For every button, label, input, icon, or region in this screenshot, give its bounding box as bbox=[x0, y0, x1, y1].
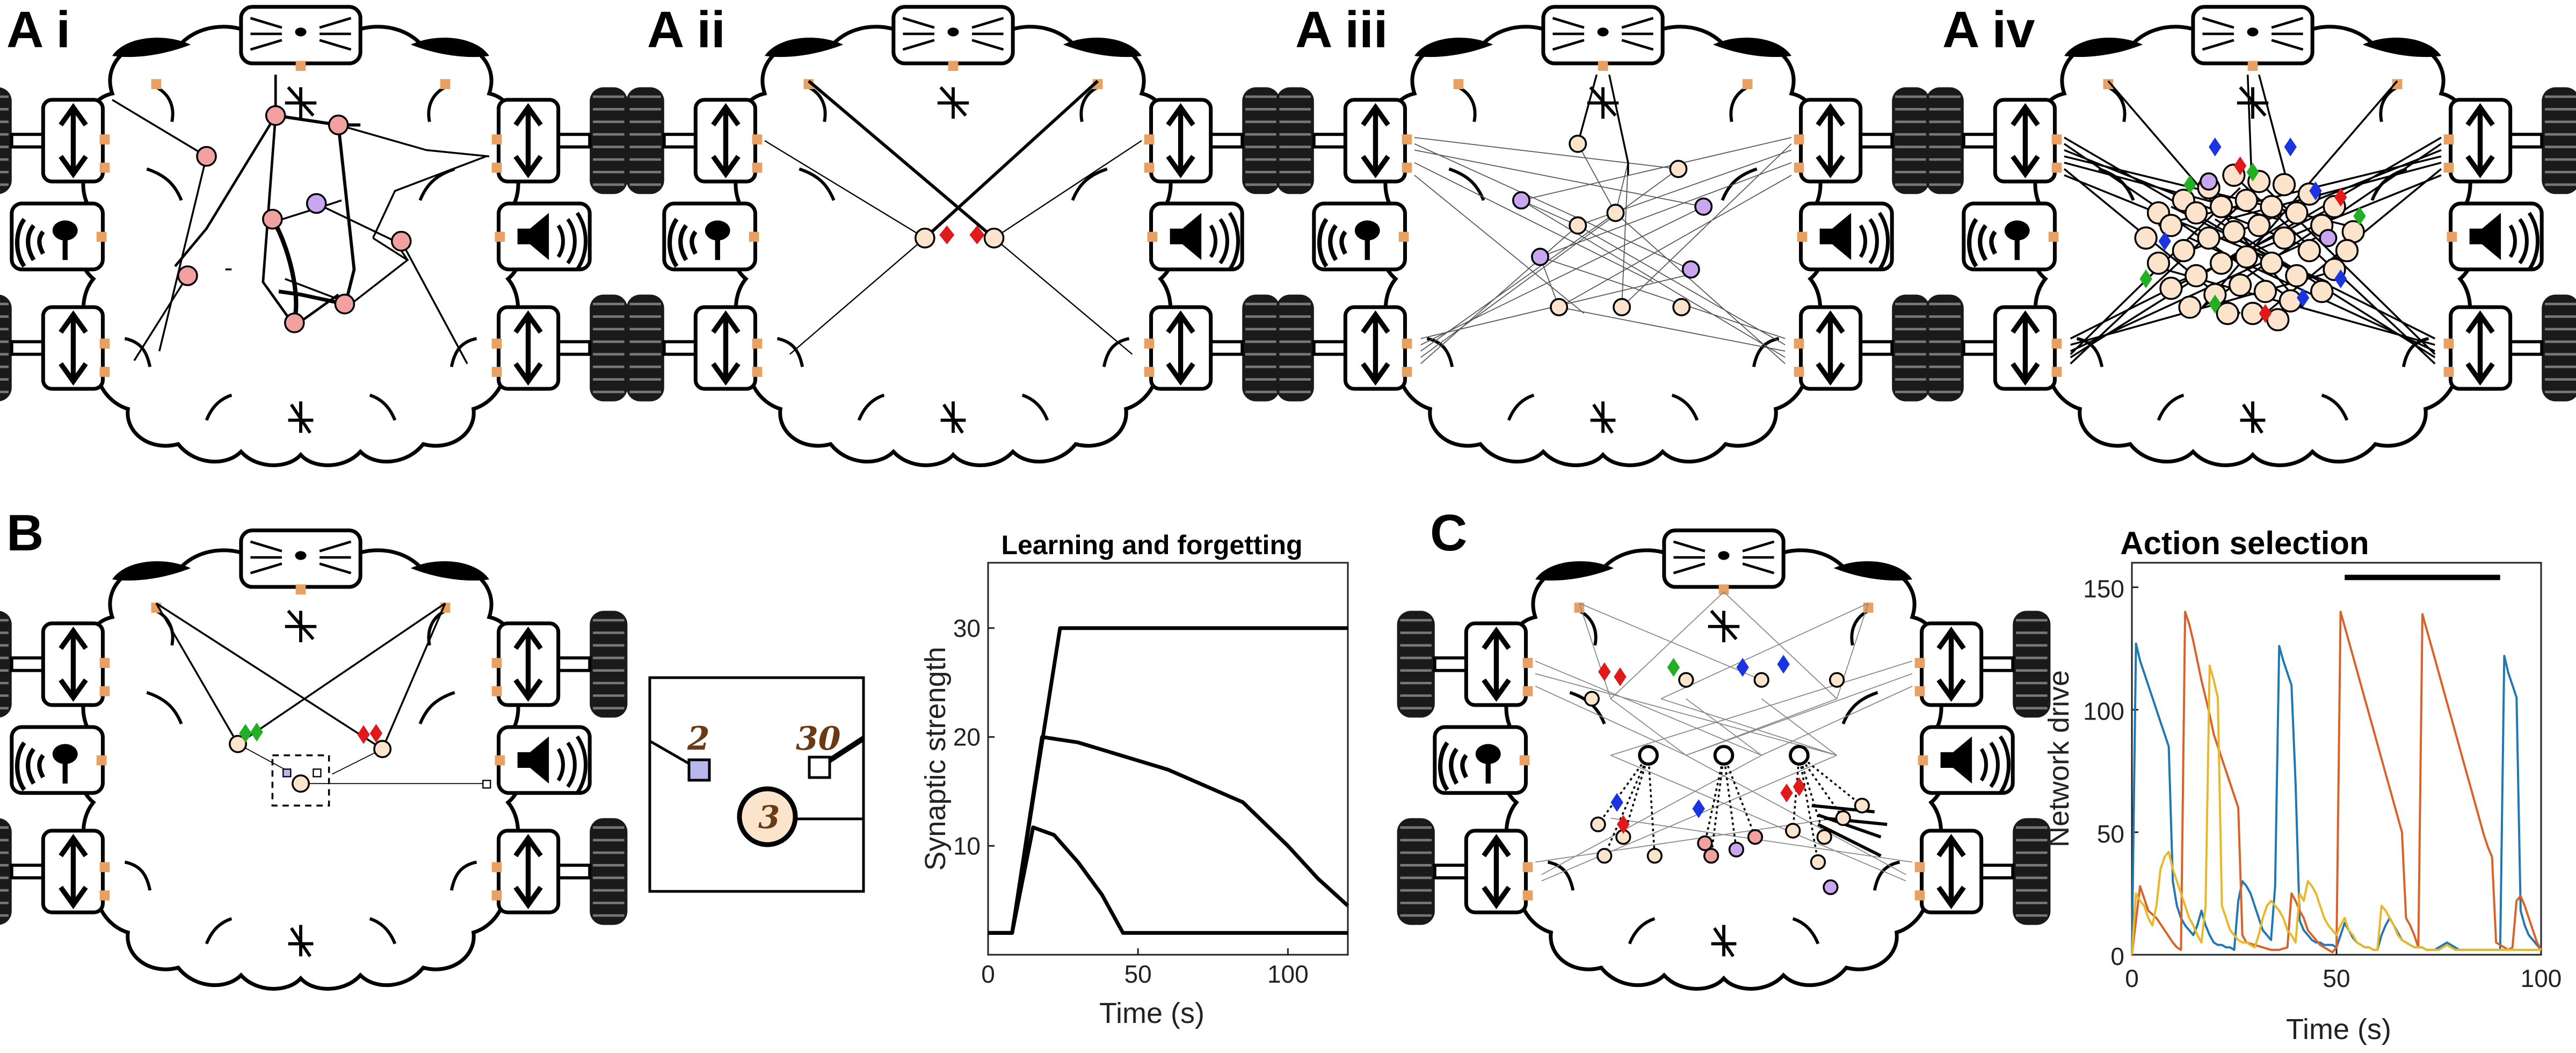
network-b bbox=[155, 602, 483, 785]
panel-label-a1: A i bbox=[6, 1, 70, 59]
inset-neuron-label: 3 bbox=[758, 799, 780, 836]
plot-area bbox=[987, 562, 1349, 956]
y-tick-label: 10 bbox=[953, 832, 981, 860]
series-line-3 bbox=[2131, 664, 2541, 955]
neurons-a2 bbox=[915, 225, 1005, 249]
neurons-a1 bbox=[177, 105, 412, 333]
x-tick-label: 50 bbox=[2323, 964, 2350, 992]
y-axis-label: Synaptic strength bbox=[919, 647, 952, 870]
series-line-3 bbox=[988, 825, 1348, 935]
chart-learning-forgetting: Learning and forgetting Time (s) Synapti… bbox=[919, 530, 1349, 1029]
x-axis-label: Time (s) bbox=[1099, 997, 1204, 1029]
panel-label-c: C bbox=[1430, 504, 1467, 562]
y-tick-label: 30 bbox=[953, 614, 981, 642]
x-tick-label: 100 bbox=[2521, 964, 2562, 992]
series-line-2 bbox=[988, 735, 1349, 935]
x-tick-label: 50 bbox=[1124, 960, 1152, 988]
y-axis-label: Network drive bbox=[2043, 670, 2075, 847]
inset-label-right: 30 bbox=[796, 720, 841, 758]
network-c-strong bbox=[1811, 804, 1888, 858]
robot-a1 bbox=[0, 7, 627, 466]
y-tick-label: 150 bbox=[2083, 575, 2124, 603]
inset-neuron bbox=[737, 786, 798, 847]
panel-label-a3: A iii bbox=[1295, 1, 1388, 59]
network-a2 bbox=[764, 79, 1142, 355]
network-a3 bbox=[1414, 137, 1792, 364]
inset-zoom: 2 30 3 bbox=[648, 676, 865, 893]
x-tick-label: 0 bbox=[2125, 964, 2139, 992]
panel-label-b: B bbox=[6, 504, 43, 562]
network-c-weak bbox=[1535, 591, 1913, 882]
robot-body bbox=[1276, 7, 1930, 466]
robot-c bbox=[1397, 531, 2051, 989]
robot-body bbox=[1926, 7, 2576, 466]
network-a3-strong bbox=[1577, 74, 1629, 176]
robot-body bbox=[0, 531, 627, 989]
x-axis-label: Time (s) bbox=[2286, 1013, 2391, 1045]
panel-label-a4: A iv bbox=[1942, 1, 2035, 59]
series-line-2 bbox=[2131, 611, 2542, 955]
neurons-a3 bbox=[1512, 134, 1713, 316]
panel-label-a2: A ii bbox=[647, 1, 725, 59]
robot-body bbox=[0, 7, 627, 466]
x-tick-label: 100 bbox=[1267, 960, 1309, 988]
y-tick-label: 0 bbox=[2110, 942, 2124, 970]
chart-title: Action selection bbox=[2120, 525, 2369, 561]
chart-title: Learning and forgetting bbox=[1001, 530, 1302, 560]
robot-a3 bbox=[1276, 7, 1930, 466]
robot-a2 bbox=[627, 7, 1280, 466]
neurons-b bbox=[229, 722, 491, 793]
y-tick-label: 50 bbox=[2097, 820, 2124, 848]
inset-synapse-right bbox=[808, 756, 831, 779]
x-tick-label: 0 bbox=[981, 960, 995, 988]
y-tick-label: 100 bbox=[2083, 698, 2124, 725]
zoom-box bbox=[271, 754, 330, 807]
y-tick-label: 20 bbox=[953, 723, 981, 751]
robot-a4 bbox=[1926, 7, 2576, 466]
neuron-cluster-a4 bbox=[2134, 163, 2365, 332]
robot-b bbox=[0, 531, 627, 989]
network-c-dotted bbox=[1597, 754, 1863, 862]
inset-synapse-left bbox=[687, 758, 711, 782]
chart-action-selection: Action selection Time (s) Network drive … bbox=[2043, 525, 2562, 1045]
neurons-c bbox=[1584, 672, 1870, 895]
inset-label-left: 2 bbox=[687, 720, 710, 758]
